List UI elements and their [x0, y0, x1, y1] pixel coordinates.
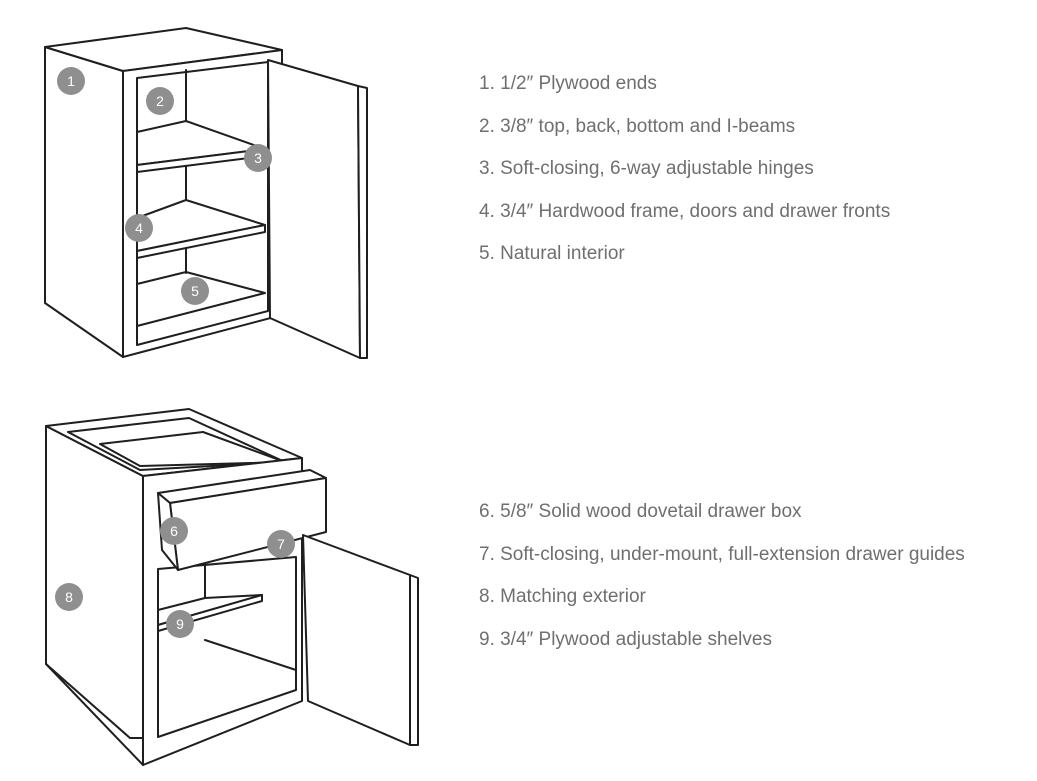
feature-item-3: 3. Soft-closing, 6-way adjustable hinges	[479, 158, 814, 179]
base-cabinet-feature-list: 6. 5/8″ Solid wood dovetail drawer box 7…	[479, 501, 965, 671]
feature-item-6: 6. 5/8″ Solid wood dovetail drawer box	[479, 501, 802, 522]
svg-text:4: 4	[135, 220, 143, 236]
callout-badge-6: 6	[160, 517, 188, 545]
callout-badge-3: 3	[244, 144, 272, 172]
feature-item-5: 5. Natural interior	[479, 243, 625, 264]
svg-text:7: 7	[277, 536, 285, 552]
feature-item-4: 4. 3/4″ Hardwood frame, doors and drawer…	[479, 200, 891, 222]
feature-item-8: 8. Matching exterior	[479, 586, 646, 607]
callout-badge-1: 1	[57, 67, 85, 95]
callout-badge-8: 8	[55, 583, 83, 611]
feature-item-9: 9. 3/4″ Plywood adjustable shelves	[479, 628, 772, 650]
svg-text:1: 1	[67, 73, 75, 89]
svg-text:8: 8	[65, 589, 73, 605]
upper-cabinet-feature-list: 1. 1/2″ Plywood ends 2. 3/8″ top, back, …	[479, 73, 890, 286]
svg-text:9: 9	[176, 616, 184, 632]
feature-item-1: 1. 1/2″ Plywood ends	[479, 73, 657, 94]
svg-text:6: 6	[170, 523, 178, 539]
callout-badge-7: 7	[267, 530, 295, 558]
svg-text:5: 5	[191, 283, 199, 299]
callout-badge-2: 2	[146, 87, 174, 115]
feature-item-2: 2. 3/8″ top, back, bottom and I-beams	[479, 115, 796, 137]
callout-badge-4: 4	[125, 214, 153, 242]
feature-item-7: 7. Soft-closing, under-mount, full-exten…	[479, 543, 965, 565]
callout-badge-9: 9	[166, 610, 194, 638]
callout-badge-5: 5	[181, 277, 209, 305]
svg-text:3: 3	[254, 150, 262, 166]
upper-cabinet-drawing	[44, 27, 368, 359]
svg-text:2: 2	[156, 93, 164, 109]
base-cabinet-drawing	[45, 408, 419, 766]
